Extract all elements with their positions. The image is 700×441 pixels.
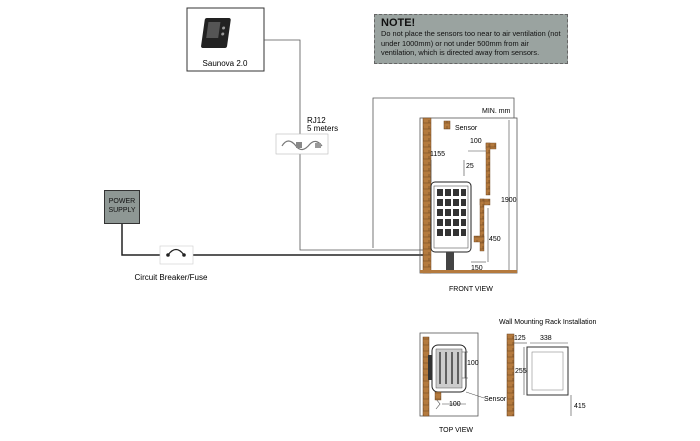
- top-view: 100 100 Sensor TOP VIEW: [419, 332, 507, 434]
- dim-100-top-side: 100: [467, 360, 479, 367]
- front-sensor-label: Sensor: [455, 125, 478, 132]
- controller-label: Saunova 2.0: [203, 59, 248, 68]
- heater-top: [428, 344, 467, 393]
- dim-415: 415: [574, 403, 586, 410]
- rack-plate: [526, 346, 569, 396]
- front-view: MIN. mm Sensor: [419, 108, 518, 293]
- top-sensor-icon: [434, 391, 442, 401]
- rj12-cable-icon: [275, 133, 329, 155]
- top-view-frame: [419, 332, 479, 417]
- wall-rack-view: Wall Mounting Rack Installation 125 338 …: [499, 319, 597, 417]
- power-supply-box: POWER SUPPLY: [104, 190, 140, 224]
- cable-type-label: RJ12: [307, 116, 326, 125]
- front-wall: [422, 117, 432, 274]
- dim-25: 25: [466, 163, 474, 170]
- note-title: NOTE!: [381, 17, 416, 29]
- dim-1900: 1900: [501, 197, 517, 204]
- front-sensor-icon: [443, 120, 451, 130]
- dim-125: 125: [514, 335, 526, 342]
- circuit-breaker-symbol: [159, 245, 194, 265]
- note-body: Do not place the sensors too near to air…: [381, 29, 561, 57]
- sensor-cable: [372, 97, 515, 248]
- power-supply-line1: POWER: [108, 198, 136, 205]
- dim-100-top-bottom: 100: [449, 401, 461, 408]
- controller-device-icon: [201, 18, 231, 48]
- front-view-title: FRONT VIEW: [449, 286, 493, 293]
- breaker-label: Circuit Breaker/Fuse: [135, 273, 208, 282]
- heater-front: [430, 181, 472, 270]
- rack-wall: [506, 333, 515, 417]
- power-supply-line2: SUPPLY: [108, 207, 136, 214]
- dim-450: 450: [489, 236, 501, 243]
- cable-length-label: 5 meters: [307, 124, 338, 133]
- dim-338: 338: [540, 335, 552, 342]
- dim-100-front: 100: [470, 138, 482, 145]
- top-sensor-label: Sensor: [484, 396, 507, 403]
- min-mm-label: MIN. mm: [482, 108, 511, 115]
- dim-255: 255: [515, 368, 527, 375]
- wall-rack-title: Wall Mounting Rack Installation: [499, 319, 597, 326]
- controller-unit: Saunova 2.0: [186, 7, 265, 72]
- note-box: NOTE! Do not place the sensors too near …: [374, 14, 568, 64]
- top-view-title: TOP VIEW: [439, 427, 473, 434]
- front-floor: [420, 270, 517, 273]
- dim-1155: 1155: [430, 151, 445, 158]
- power-wire-left: [121, 224, 163, 256]
- dim-150: 150: [471, 265, 483, 272]
